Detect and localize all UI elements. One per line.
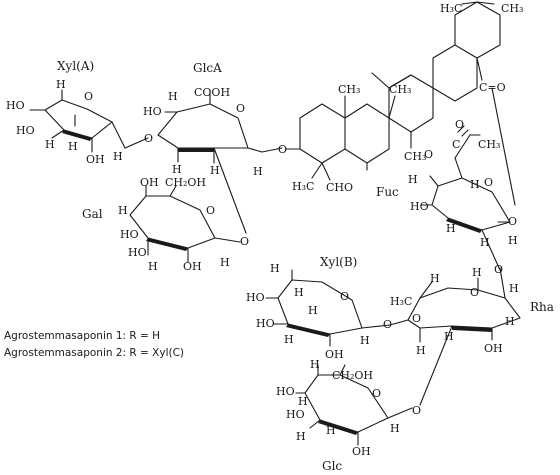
glca-cooh: COOH	[194, 86, 230, 99]
glc-h2: H	[298, 395, 308, 408]
xyl-b-ho: HO	[246, 291, 265, 304]
rha-h6: H	[444, 330, 454, 343]
gal-oh: OH	[140, 176, 159, 189]
glc-h5: H	[390, 422, 400, 435]
xyl-b-h3: H	[284, 333, 294, 346]
legend-line-1: Agrostemmasaponin 1: R = H	[4, 330, 160, 342]
xyl-b-o-ring: O	[340, 290, 349, 303]
aglycone-skeleton	[285, 1, 501, 181]
gal-oh2: OH	[183, 260, 202, 273]
legend-line-2: Agrostemmasaponin 2: R = Xyl(C)	[4, 347, 184, 359]
glca-h4: H	[253, 165, 263, 178]
glca-ring	[157, 89, 283, 234]
ch3-ring-c-bottom: CH₃	[404, 150, 426, 163]
rha-h2: H	[472, 266, 482, 279]
rha-oh: OH	[484, 342, 503, 355]
xyl-a-ho: HO	[6, 99, 25, 112]
xyl-a-ring	[29, 89, 149, 153]
glc-h4: H	[326, 424, 336, 437]
rha-ring	[407, 267, 521, 406]
label-glca: GlcA	[193, 61, 222, 75]
fuc-h4: H	[480, 236, 490, 249]
xyl-b-oh: OH	[325, 348, 344, 361]
glca-ho: HO	[143, 105, 162, 118]
xyl-b-h1: H	[270, 262, 280, 275]
glc-oh: OH	[352, 445, 371, 458]
label-xyl-a: Xyl(A)	[57, 59, 94, 73]
rha-h1: H	[430, 272, 440, 285]
xyl-a-h3: H	[68, 140, 78, 153]
glc-o-link: O	[412, 404, 421, 417]
fuc-o-anomeric: O	[508, 215, 517, 228]
glca-h2: H	[172, 163, 182, 176]
ch3-top: CH₃	[501, 2, 523, 15]
gal-ch2oh: CH₂OH	[165, 176, 206, 189]
glca-h3: H	[210, 164, 220, 177]
h3c-top: H₃C	[440, 2, 462, 15]
glc-ho: HO	[276, 385, 295, 398]
xyl-a-oh: OH	[86, 153, 105, 166]
xyl-b-o-link: O	[383, 318, 392, 331]
fuc-h2: H	[470, 178, 480, 191]
glca-o-link: O	[144, 132, 153, 145]
xyl-a-h2: H	[45, 138, 55, 151]
xyl-b-h2: H	[294, 286, 304, 299]
fuc-ch3-acetyl: CH₃	[478, 138, 500, 151]
rha-o-ring: O	[470, 286, 479, 299]
xyl-b-ho2: HO	[256, 317, 275, 330]
xyl-a-h1: H	[56, 78, 66, 91]
xyl-a-o: O	[84, 90, 93, 103]
fuc-o-ring: O	[484, 176, 493, 189]
glc-ch2oh: CH₂OH	[332, 369, 373, 382]
label-gal: Gal	[82, 207, 103, 221]
glca-o-ring: O	[236, 102, 245, 115]
label-glc: Glc	[322, 459, 342, 473]
glca-h1: H	[168, 90, 178, 103]
gal-o-link: O	[240, 235, 249, 248]
glc-ring	[295, 364, 413, 446]
xyl-b-ring	[265, 269, 409, 347]
glc-h1: H	[310, 358, 320, 371]
rha-h4: H	[505, 315, 515, 328]
rha-o-link: O	[412, 312, 421, 325]
fuc-o-link: O	[494, 263, 503, 276]
gal-h3: H	[220, 256, 230, 269]
gal-ho: HO	[120, 228, 139, 241]
gal-ring	[129, 185, 241, 263]
h3c-ring-a: H₃C	[292, 180, 314, 193]
xyl-a-ho2: HO	[16, 124, 35, 137]
rha-h5: H	[416, 344, 426, 357]
glc-ho2: HO	[286, 408, 305, 421]
fuc-o-ester: O	[424, 148, 433, 161]
glc-o-ring: O	[372, 387, 381, 400]
fuc-h1: H	[408, 173, 418, 186]
xyl-b-h5: H	[308, 304, 318, 317]
gal-o-ring: O	[206, 204, 215, 217]
xyl-a-h4: H	[113, 150, 123, 163]
label-xyl-b: Xyl(B)	[320, 255, 357, 269]
ch3-ring-b: CH₃	[338, 83, 360, 96]
gal-h1: H	[118, 204, 128, 217]
fuc-ho: HO	[410, 200, 429, 213]
gal-ho2: HO	[128, 246, 147, 259]
c28-carbonyl: C=O	[479, 81, 506, 94]
glc-h3: H	[296, 430, 306, 443]
ch3-ring-c: CH₃	[389, 83, 411, 96]
fuc-o-carbonyl: O	[455, 118, 464, 131]
gal-h2: H	[148, 260, 158, 273]
fuc-h3: H	[446, 222, 456, 235]
o-c3: O	[278, 143, 287, 156]
fuc-h5: H	[508, 234, 518, 247]
cho-group: CHO	[326, 181, 353, 194]
label-rha: Rha	[530, 300, 554, 314]
fuc-ring	[421, 87, 516, 271]
xyl-b-h4: H	[360, 334, 370, 347]
fuc-c-ester: C	[452, 138, 460, 151]
rha-h3: H	[509, 282, 519, 295]
rha-h3c: H₃C	[390, 295, 412, 308]
label-fuc: Fuc	[376, 185, 399, 199]
